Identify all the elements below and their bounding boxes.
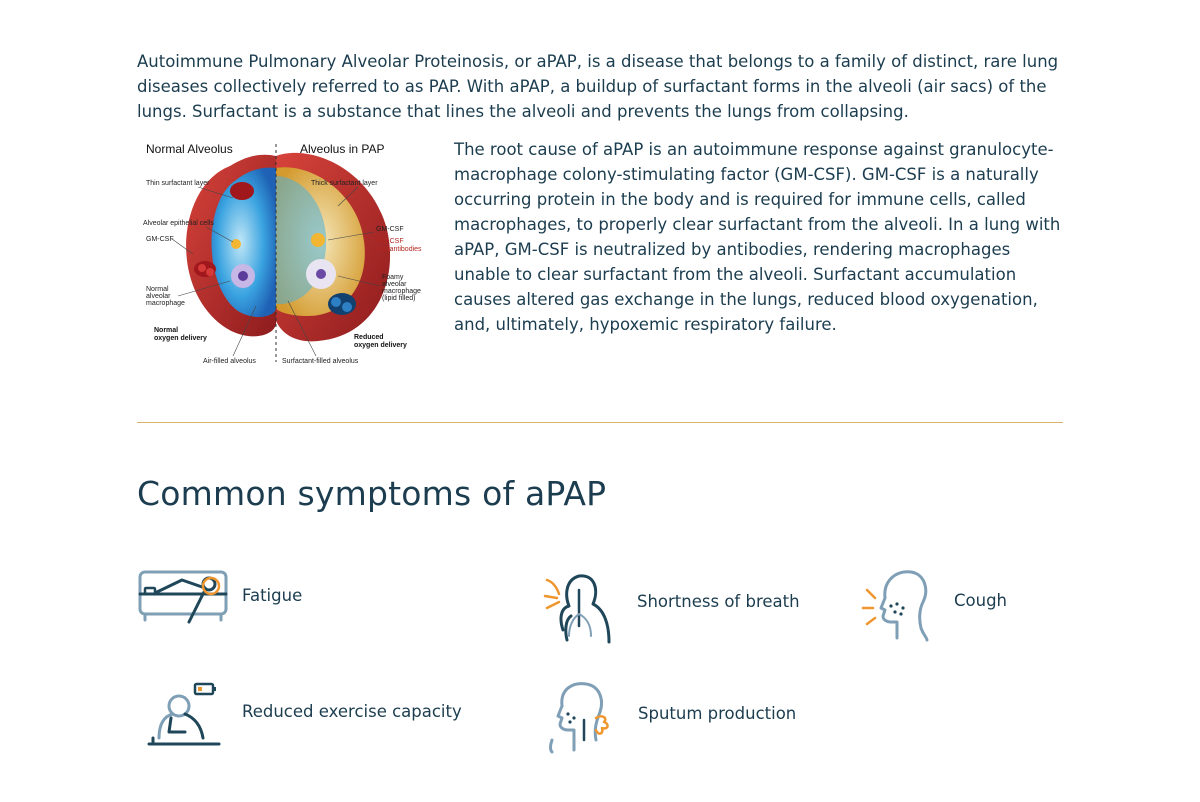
root-cause-paragraph: The root cause of aPAP is an autoimmune … [454, 140, 1061, 334]
label-autoantibodies-1: GM-CSF [376, 238, 404, 245]
label-foamy-4: (lipid filled) [382, 295, 415, 302]
symptom-cough: Cough [861, 568, 1007, 646]
label-normal-mac-1: Normal [146, 286, 169, 293]
label-gmcsf-left: GM-CSF [146, 236, 174, 243]
symptom-shortness-of-breath: Shortness of breath [543, 570, 800, 648]
label-normal-o2-1: Normal [154, 327, 178, 334]
diagram-title-pap: Alveolus in PAP [300, 142, 385, 156]
label-thin-layer: Thin surfactant layer [146, 180, 210, 187]
label-surfactant-filled: Surfactant-filled alveolus [282, 358, 359, 365]
label-gmcsf-right: GM-CSF [376, 226, 404, 233]
symptom-label-shortness-of-breath: Shortness of breath [637, 591, 800, 611]
label-thick-layer: Thick surfactant layer [311, 180, 378, 187]
cough-icon [861, 568, 931, 646]
label-normal-mac-3: macrophage [146, 300, 185, 307]
shortness-of-breath-icon [543, 570, 615, 648]
alveolus-diagram: Normal Alveolus Alveolus in PAP Thin sur… [138, 136, 430, 372]
symptom-label-fatigue: Fatigue [242, 585, 303, 605]
label-air-filled: Air-filled alveolus [203, 358, 256, 365]
label-foamy-3: macrophage [382, 288, 421, 295]
label-normal-mac-2: alveolar [146, 293, 171, 300]
label-reduced-o2-1: Reduced [354, 334, 384, 341]
symptom-fatigue: Fatigue [137, 566, 302, 632]
diagram-title-normal: Normal Alveolus [146, 142, 233, 156]
intro-paragraph: Autoimmune Pulmonary Alveolar Proteinosi… [137, 52, 1059, 121]
reduced-exercise-icon [145, 680, 223, 754]
sputum-icon [544, 680, 616, 758]
symptom-sputum: Sputum production [544, 680, 796, 758]
fatigue-icon [137, 566, 231, 632]
symptom-label-cough: Cough [954, 590, 1008, 610]
symptoms-heading: Common symptoms of aPAP [137, 474, 607, 513]
symptom-label-sputum: Sputum production [638, 703, 797, 723]
label-autoantibodies-2: autoantibodies [376, 246, 422, 253]
symptom-reduced-exercise: Reduced exercise capacity [145, 680, 462, 754]
label-epithelial: Alveolar epithelial cells [143, 220, 214, 227]
label-reduced-o2-2: oxygen delivery [354, 342, 407, 349]
label-foamy-2: alveolar [382, 281, 407, 288]
label-foamy-1: Foamy [382, 274, 404, 281]
section-divider [137, 422, 1063, 423]
label-normal-o2-2: oxygen delivery [154, 335, 207, 342]
symptom-label-reduced-exercise: Reduced exercise capacity [242, 701, 462, 721]
